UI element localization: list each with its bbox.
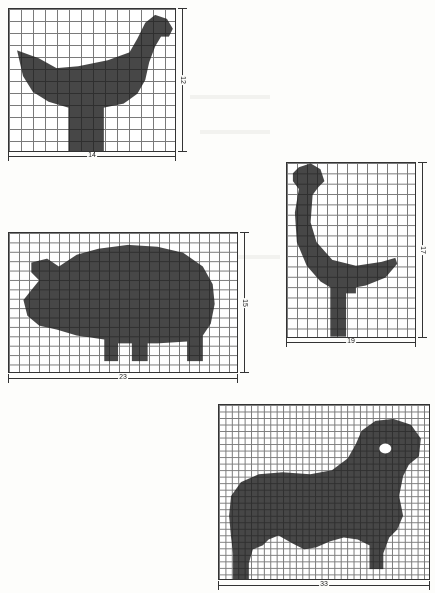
duck-height-dimension: 12 [178, 8, 187, 152]
scan-band [190, 95, 270, 99]
scan-band [200, 130, 270, 134]
duck-width-label: 14 [87, 152, 97, 160]
goose-height-dimension: 17 [418, 162, 427, 338]
pig-height-label: 15 [240, 298, 248, 308]
goose-chart [286, 162, 416, 338]
goose-width-label: 19 [346, 338, 356, 346]
pig-silhouette [9, 233, 237, 372]
sheep-chart [218, 404, 430, 580]
sheep-width-label: 33 [319, 581, 329, 589]
pig-height-dimension: 15 [240, 232, 249, 373]
duck-silhouette [9, 9, 175, 151]
goose-width-dimension: 19 [286, 338, 416, 347]
sheep-silhouette [219, 405, 429, 579]
pig-width-dimension: 23 [8, 374, 238, 383]
goose-height-label: 17 [418, 245, 426, 255]
pig-width-label: 23 [118, 374, 128, 382]
sheep-width-dimension: 33 [218, 581, 430, 590]
goose-silhouette [287, 163, 415, 337]
duck-chart [8, 8, 176, 152]
duck-width-dimension: 14 [8, 152, 176, 161]
duck-height-label: 12 [178, 75, 186, 85]
pig-chart [8, 232, 238, 373]
